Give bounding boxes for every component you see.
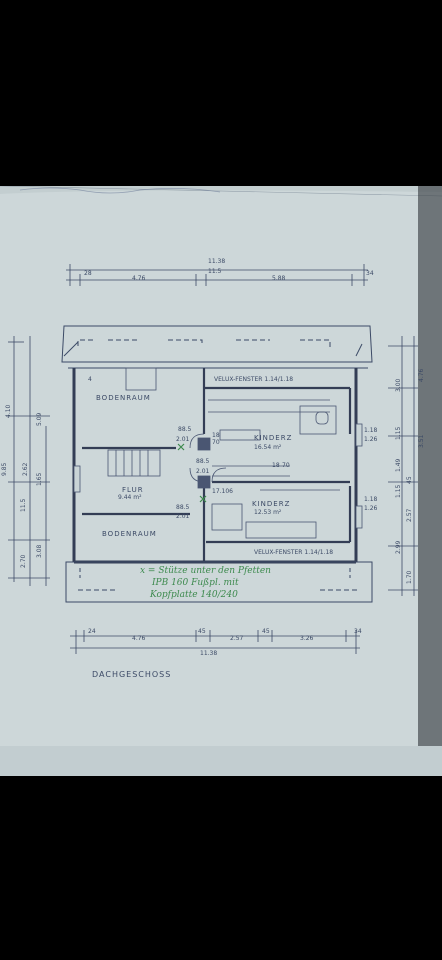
top-total-dim: 11.38 xyxy=(208,258,226,265)
top-dim-3: 11.5 xyxy=(208,268,222,275)
handwritten-note-line-3: Kopfplatte 140/240 xyxy=(150,590,238,600)
bottom-total-dim: 11.38 xyxy=(200,650,218,657)
bottom-dim-7: 34 xyxy=(354,628,362,635)
bottom-dim-6: 3.26 xyxy=(300,635,314,642)
room-area-kinderz-2: 12.53 m² xyxy=(254,509,282,516)
door-label: 2.01 xyxy=(196,468,210,475)
left-dim: 1.65 xyxy=(36,472,43,486)
right-dim: 2.99 xyxy=(395,540,402,554)
right-dim: 4.76 xyxy=(418,368,425,382)
bottom-dim-2: 4.76 xyxy=(132,635,146,642)
right-dim: 3.00 xyxy=(395,378,402,392)
left-dim: 2.70 xyxy=(20,554,27,568)
right-dim: 45 xyxy=(406,476,413,484)
door-label: 1.18 xyxy=(364,427,378,434)
room-label-bodenraum-bottom: BODENRAUM xyxy=(102,530,157,538)
left-dim: 5.09 xyxy=(36,412,43,426)
door-label: 2.01 xyxy=(176,436,190,443)
right-dim: 1.49 xyxy=(395,458,402,472)
handwritten-note-line-1: x = Stütze unter den Pfetten xyxy=(140,566,271,576)
door-label: 1.26 xyxy=(364,436,378,443)
door-label: 2.01 xyxy=(176,513,190,520)
misc-label: 70 xyxy=(282,462,290,469)
room-label-kinderz-2: KINDERZ xyxy=(252,500,291,508)
misc-label: 18 xyxy=(212,432,220,439)
left-dim: 9.85 xyxy=(1,462,8,476)
window-label-bottom: VELUX-FENSTER 1.14/1.18 xyxy=(254,549,334,556)
window-label-top: VELUX-FENSTER 1.14/1.18 xyxy=(214,376,294,383)
bottom-dim-5: 45 xyxy=(262,628,270,635)
room-area-kinderz-1: 16.54 m² xyxy=(254,444,282,451)
room-label-flur: FLUR xyxy=(122,486,144,494)
drawing-title: DACHGESCHOSS xyxy=(92,670,172,679)
right-dim: 3.51 xyxy=(418,434,425,448)
top-dim-2: 4.76 xyxy=(132,275,146,282)
misc-label: 70 xyxy=(212,439,220,446)
floor-plan-photo: 11.38 28 4.76 11.5 5.88 34 BODENRAUM KIN… xyxy=(0,186,442,776)
top-dim-4: 5.88 xyxy=(272,275,286,282)
misc-label: 17.106 xyxy=(212,488,233,495)
right-dim: 1.15 xyxy=(395,484,402,498)
misc-label: 18 xyxy=(272,462,280,469)
door-label: 1.18 xyxy=(364,496,378,503)
left-dim: 11.5 xyxy=(20,498,27,512)
door-label: 88.5 xyxy=(178,426,192,433)
bottom-dim-3: 45 xyxy=(198,628,206,635)
left-dim: 4.10 xyxy=(5,404,12,418)
misc-label: 4 xyxy=(88,376,92,383)
bottom-dim-4: 2.57 xyxy=(230,635,244,642)
top-dim-5: 34 xyxy=(366,270,374,277)
door-label: 88.5 xyxy=(196,458,210,465)
bottom-dim-1: 24 xyxy=(88,628,96,635)
left-dim: 3.08 xyxy=(36,544,43,558)
door-label: 88.5 xyxy=(176,504,190,511)
room-area-flur: 9.44 m² xyxy=(118,494,142,501)
room-label-bodenraum-top: BODENRAUM xyxy=(96,394,151,402)
room-label-kinderz-1: KINDERZ xyxy=(254,434,293,442)
right-dim: 2.57 xyxy=(406,508,413,522)
door-label: 1.26 xyxy=(364,505,378,512)
floor-plan-drawing xyxy=(0,186,442,776)
left-dim: 2.62 xyxy=(22,462,29,476)
right-dim: 1.70 xyxy=(406,570,413,584)
top-dim-1: 28 xyxy=(84,270,92,277)
handwritten-note-line-2: IPB 160 Fußpl. mit xyxy=(152,578,239,588)
right-dim: 1.15 xyxy=(395,426,402,440)
